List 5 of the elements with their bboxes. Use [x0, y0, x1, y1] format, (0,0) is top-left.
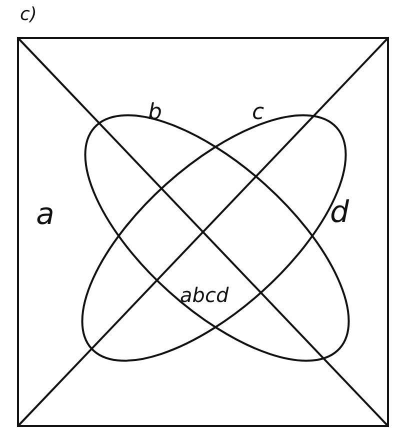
region-label: d: [330, 198, 350, 228]
panel-label: c): [20, 6, 37, 24]
region-label: a: [36, 200, 54, 230]
region-label: abcd: [180, 285, 229, 305]
region-label: c: [252, 102, 264, 124]
